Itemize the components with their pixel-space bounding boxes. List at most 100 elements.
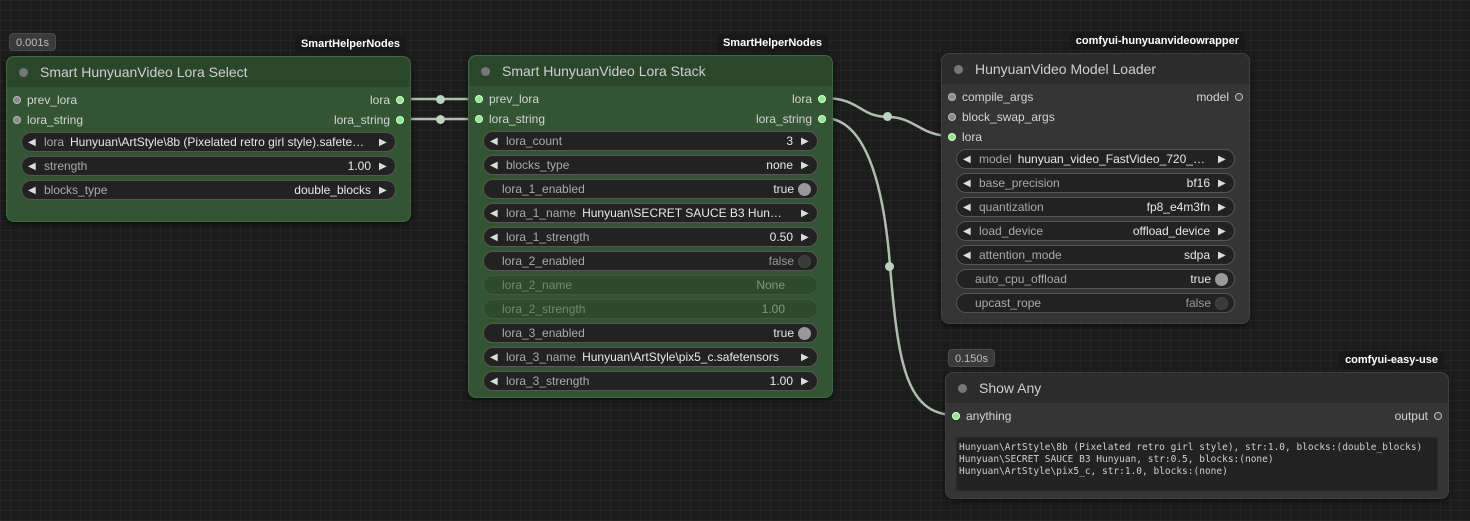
widget-value: hunyuan_video_FastVideo_720_… [1017, 152, 1205, 166]
output-socket-icon[interactable] [818, 95, 826, 103]
widget-lora-3-name[interactable]: ◀ lora_3_name Hunyuan\ArtStyle\pix5_c.sa… [483, 347, 818, 367]
arrow-right-icon[interactable]: ▶ [379, 136, 387, 148]
input-socket-icon[interactable] [13, 116, 21, 124]
widget-label: lora_2_strength [502, 302, 586, 316]
output-socket-icon[interactable] [396, 96, 404, 104]
node-model-loader[interactable]: comfyui-hunyuanvideowrapper HunyuanVideo… [941, 32, 1250, 324]
arrow-right-icon[interactable]: ▶ [801, 351, 809, 363]
widget-lora-3-enabled[interactable]: lora_3_enabled true [483, 323, 818, 343]
node-header[interactable]: HunyuanVideo Model Loader [942, 54, 1249, 84]
collapse-dot-icon[interactable] [954, 64, 963, 74]
widget-upcast-rope[interactable]: upcast_rope false [956, 293, 1235, 313]
output-socket-icon[interactable] [1235, 93, 1243, 101]
input-socket-icon[interactable] [952, 412, 960, 420]
output-socket-icon[interactable] [818, 115, 826, 123]
widget-value: Hunyuan\SECRET SAUCE B3 Hun… [582, 206, 782, 220]
input-label: lora [962, 130, 983, 144]
input-socket-icon[interactable] [948, 133, 956, 141]
output-text-display[interactable]: Hunyuan\ArtStyle\8b (Pixelated retro gir… [956, 437, 1438, 491]
arrow-left-icon[interactable]: ◀ [490, 231, 498, 243]
collapse-dot-icon[interactable] [19, 67, 28, 77]
widget-lora[interactable]: ◀ lora Hunyuan\ArtStyle\8b (Pixelated re… [21, 132, 396, 152]
input-socket-icon[interactable] [475, 115, 483, 123]
arrow-right-icon[interactable]: ▶ [801, 375, 809, 387]
arrow-right-icon[interactable]: ▶ [801, 231, 809, 243]
widget-value: None [756, 278, 785, 292]
arrow-right-icon[interactable]: ▶ [379, 184, 387, 196]
arrow-left-icon[interactable]: ◀ [490, 351, 498, 363]
io-row: lora [942, 127, 1249, 147]
arrow-left-icon[interactable]: ◀ [963, 249, 971, 261]
arrow-left-icon[interactable]: ◀ [963, 153, 971, 165]
node-header[interactable]: Show Any [946, 373, 1448, 403]
widget-base-precision[interactable]: ◀ base_precision bf16 ▶ [956, 173, 1235, 193]
arrow-left-icon[interactable]: ◀ [28, 160, 36, 172]
widget-model[interactable]: ◀ model hunyuan_video_FastVideo_720_… ▶ [956, 149, 1235, 169]
node-header[interactable]: Smart HunyuanVideo Lora Stack [469, 56, 832, 86]
widget-value: true [1190, 272, 1211, 286]
widget-value: sdpa [1183, 248, 1210, 262]
arrow-right-icon[interactable]: ▶ [379, 160, 387, 172]
widget-quantization[interactable]: ◀ quantization fp8_e4m3fn ▶ [956, 197, 1235, 217]
reroute-dot[interactable] [885, 262, 894, 271]
widget-value: offload_device [1132, 224, 1210, 238]
widget-strength[interactable]: ◀ strength 1.00 ▶ [21, 156, 396, 176]
arrow-left-icon[interactable]: ◀ [963, 225, 971, 237]
node-lora-select[interactable]: 0.001s SmartHelperNodes Smart HunyuanVid… [6, 33, 411, 222]
node-lora-stack[interactable]: SmartHelperNodes Smart HunyuanVideo Lora… [468, 34, 833, 398]
node-show-any[interactable]: 0.150s comfyui-easy-use Show Any anythin… [945, 349, 1449, 499]
arrow-left-icon[interactable]: ◀ [28, 136, 36, 148]
toggle-knob-icon[interactable] [798, 182, 811, 196]
widget-value: double_blocks [294, 183, 371, 197]
input-socket-icon[interactable] [13, 96, 21, 104]
arrow-right-icon[interactable]: ▶ [1218, 225, 1226, 237]
widget-attention-mode[interactable]: ◀ attention_mode sdpa ▶ [956, 245, 1235, 265]
arrow-left-icon[interactable]: ◀ [963, 177, 971, 189]
widget-lora-1-name[interactable]: ◀ lora_1_name Hunyuan\SECRET SAUCE B3 Hu… [483, 203, 818, 223]
widget-value: 1.00 [769, 374, 793, 388]
arrow-right-icon[interactable]: ▶ [801, 207, 809, 219]
widget-auto-cpu-offload[interactable]: auto_cpu_offload true [956, 269, 1235, 289]
reroute-dot[interactable] [436, 95, 445, 104]
widget-lora-2-name[interactable]: lora_2_name None [483, 275, 818, 295]
arrow-right-icon[interactable]: ▶ [1218, 153, 1226, 165]
input-socket-icon[interactable] [475, 95, 483, 103]
output-label: lora_string [333, 113, 390, 127]
widget-label: lora_1_strength [506, 230, 590, 244]
arrow-left-icon[interactable]: ◀ [28, 184, 36, 196]
widget-label: lora_3_strength [506, 374, 590, 388]
arrow-left-icon[interactable]: ◀ [490, 159, 498, 171]
input-socket-icon[interactable] [948, 93, 956, 101]
arrow-left-icon[interactable]: ◀ [963, 201, 971, 213]
arrow-left-icon[interactable]: ◀ [490, 375, 498, 387]
reroute-dot[interactable] [436, 115, 445, 124]
arrow-right-icon[interactable]: ▶ [1218, 177, 1226, 189]
widget-load-device[interactable]: ◀ load_device offload_device ▶ [956, 221, 1235, 241]
toggle-knob-icon[interactable] [1215, 296, 1228, 310]
widget-lora-1-strength[interactable]: ◀ lora_1_strength 0.50 ▶ [483, 227, 818, 247]
node-header[interactable]: Smart HunyuanVideo Lora Select [7, 57, 410, 87]
widget-blocks-type[interactable]: ◀ blocks_type double_blocks ▶ [21, 180, 396, 200]
arrow-left-icon[interactable]: ◀ [490, 135, 498, 147]
collapse-dot-icon[interactable] [481, 66, 490, 76]
arrow-right-icon[interactable]: ▶ [801, 135, 809, 147]
widget-lora-count[interactable]: ◀ lora_count 3 ▶ [483, 131, 818, 151]
widget-lora-3-strength[interactable]: ◀ lora_3_strength 1.00 ▶ [483, 371, 818, 391]
toggle-knob-icon[interactable] [1215, 272, 1228, 286]
toggle-knob-icon[interactable] [798, 254, 811, 268]
output-socket-icon[interactable] [396, 116, 404, 124]
widget-lora-1-enabled[interactable]: lora_1_enabled true [483, 179, 818, 199]
widget-lora-2-strength[interactable]: lora_2_strength 1.00 [483, 299, 818, 319]
widget-lora-2-enabled[interactable]: lora_2_enabled false [483, 251, 818, 271]
input-socket-icon[interactable] [948, 113, 956, 121]
arrow-right-icon[interactable]: ▶ [1218, 249, 1226, 261]
arrow-right-icon[interactable]: ▶ [1218, 201, 1226, 213]
arrow-left-icon[interactable]: ◀ [490, 207, 498, 219]
toggle-knob-icon[interactable] [798, 326, 811, 340]
widget-blocks-type[interactable]: ◀ blocks_type none ▶ [483, 155, 818, 175]
node-title: Show Any [979, 380, 1042, 396]
reroute-dot[interactable] [883, 112, 892, 121]
output-socket-icon[interactable] [1434, 412, 1442, 420]
arrow-right-icon[interactable]: ▶ [801, 159, 809, 171]
collapse-dot-icon[interactable] [958, 383, 967, 393]
